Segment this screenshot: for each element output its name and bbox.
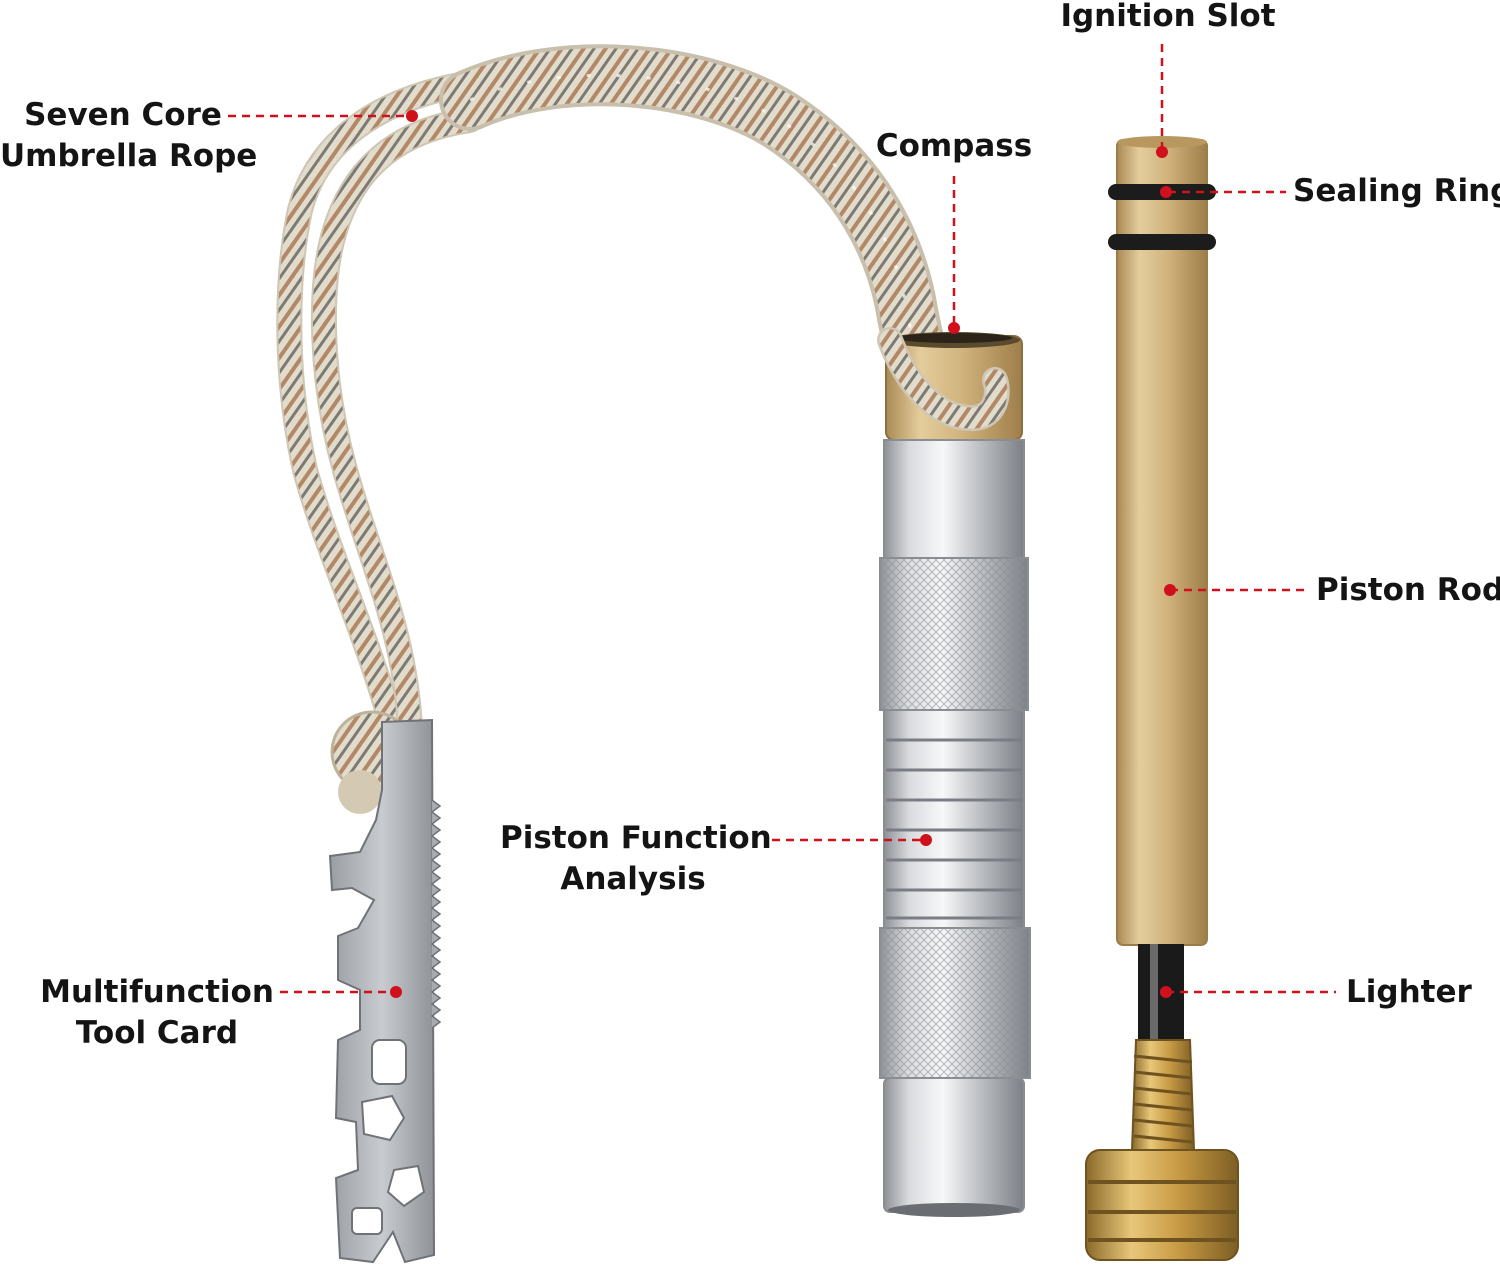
label-sealing-ring: Sealing Ring — [1293, 171, 1500, 212]
callout-lines — [228, 44, 1336, 994]
label-piston-function-line2: Analysis — [560, 861, 706, 897]
label-tool-card: Multifunction Tool Card — [40, 972, 274, 1054]
label-lighter: Lighter — [1346, 972, 1486, 1013]
callout-dots — [390, 110, 1176, 998]
label-sealing-ring-text: Sealing Ring — [1293, 173, 1500, 209]
label-umbrella-rope-line1: Seven Core — [24, 97, 222, 133]
label-piston-function: Piston Function Analysis — [500, 818, 772, 900]
umbrella-rope — [276, 44, 976, 814]
label-umbrella-rope-line2: Umbrella Rope — [0, 138, 258, 174]
piston-rod — [1085, 136, 1239, 1261]
label-piston-rod: Piston Rod — [1316, 570, 1500, 611]
label-ignition-slot-text: Ignition Slot — [1060, 0, 1276, 34]
label-tool-card-line2: Tool Card — [75, 1015, 239, 1051]
label-piston-function-line1: Piston Function — [500, 820, 772, 856]
label-lighter-text: Lighter — [1346, 974, 1472, 1010]
label-umbrella-rope: Seven Core Umbrella Rope — [0, 95, 258, 177]
label-ignition-slot: Ignition Slot — [1056, 0, 1280, 37]
label-compass-text: Compass — [875, 128, 1033, 164]
label-tool-card-line1: Multifunction — [40, 974, 274, 1010]
label-piston-rod-text: Piston Rod — [1316, 572, 1500, 608]
label-compass: Compass — [866, 126, 1042, 167]
piston-body — [877, 327, 1031, 1217]
